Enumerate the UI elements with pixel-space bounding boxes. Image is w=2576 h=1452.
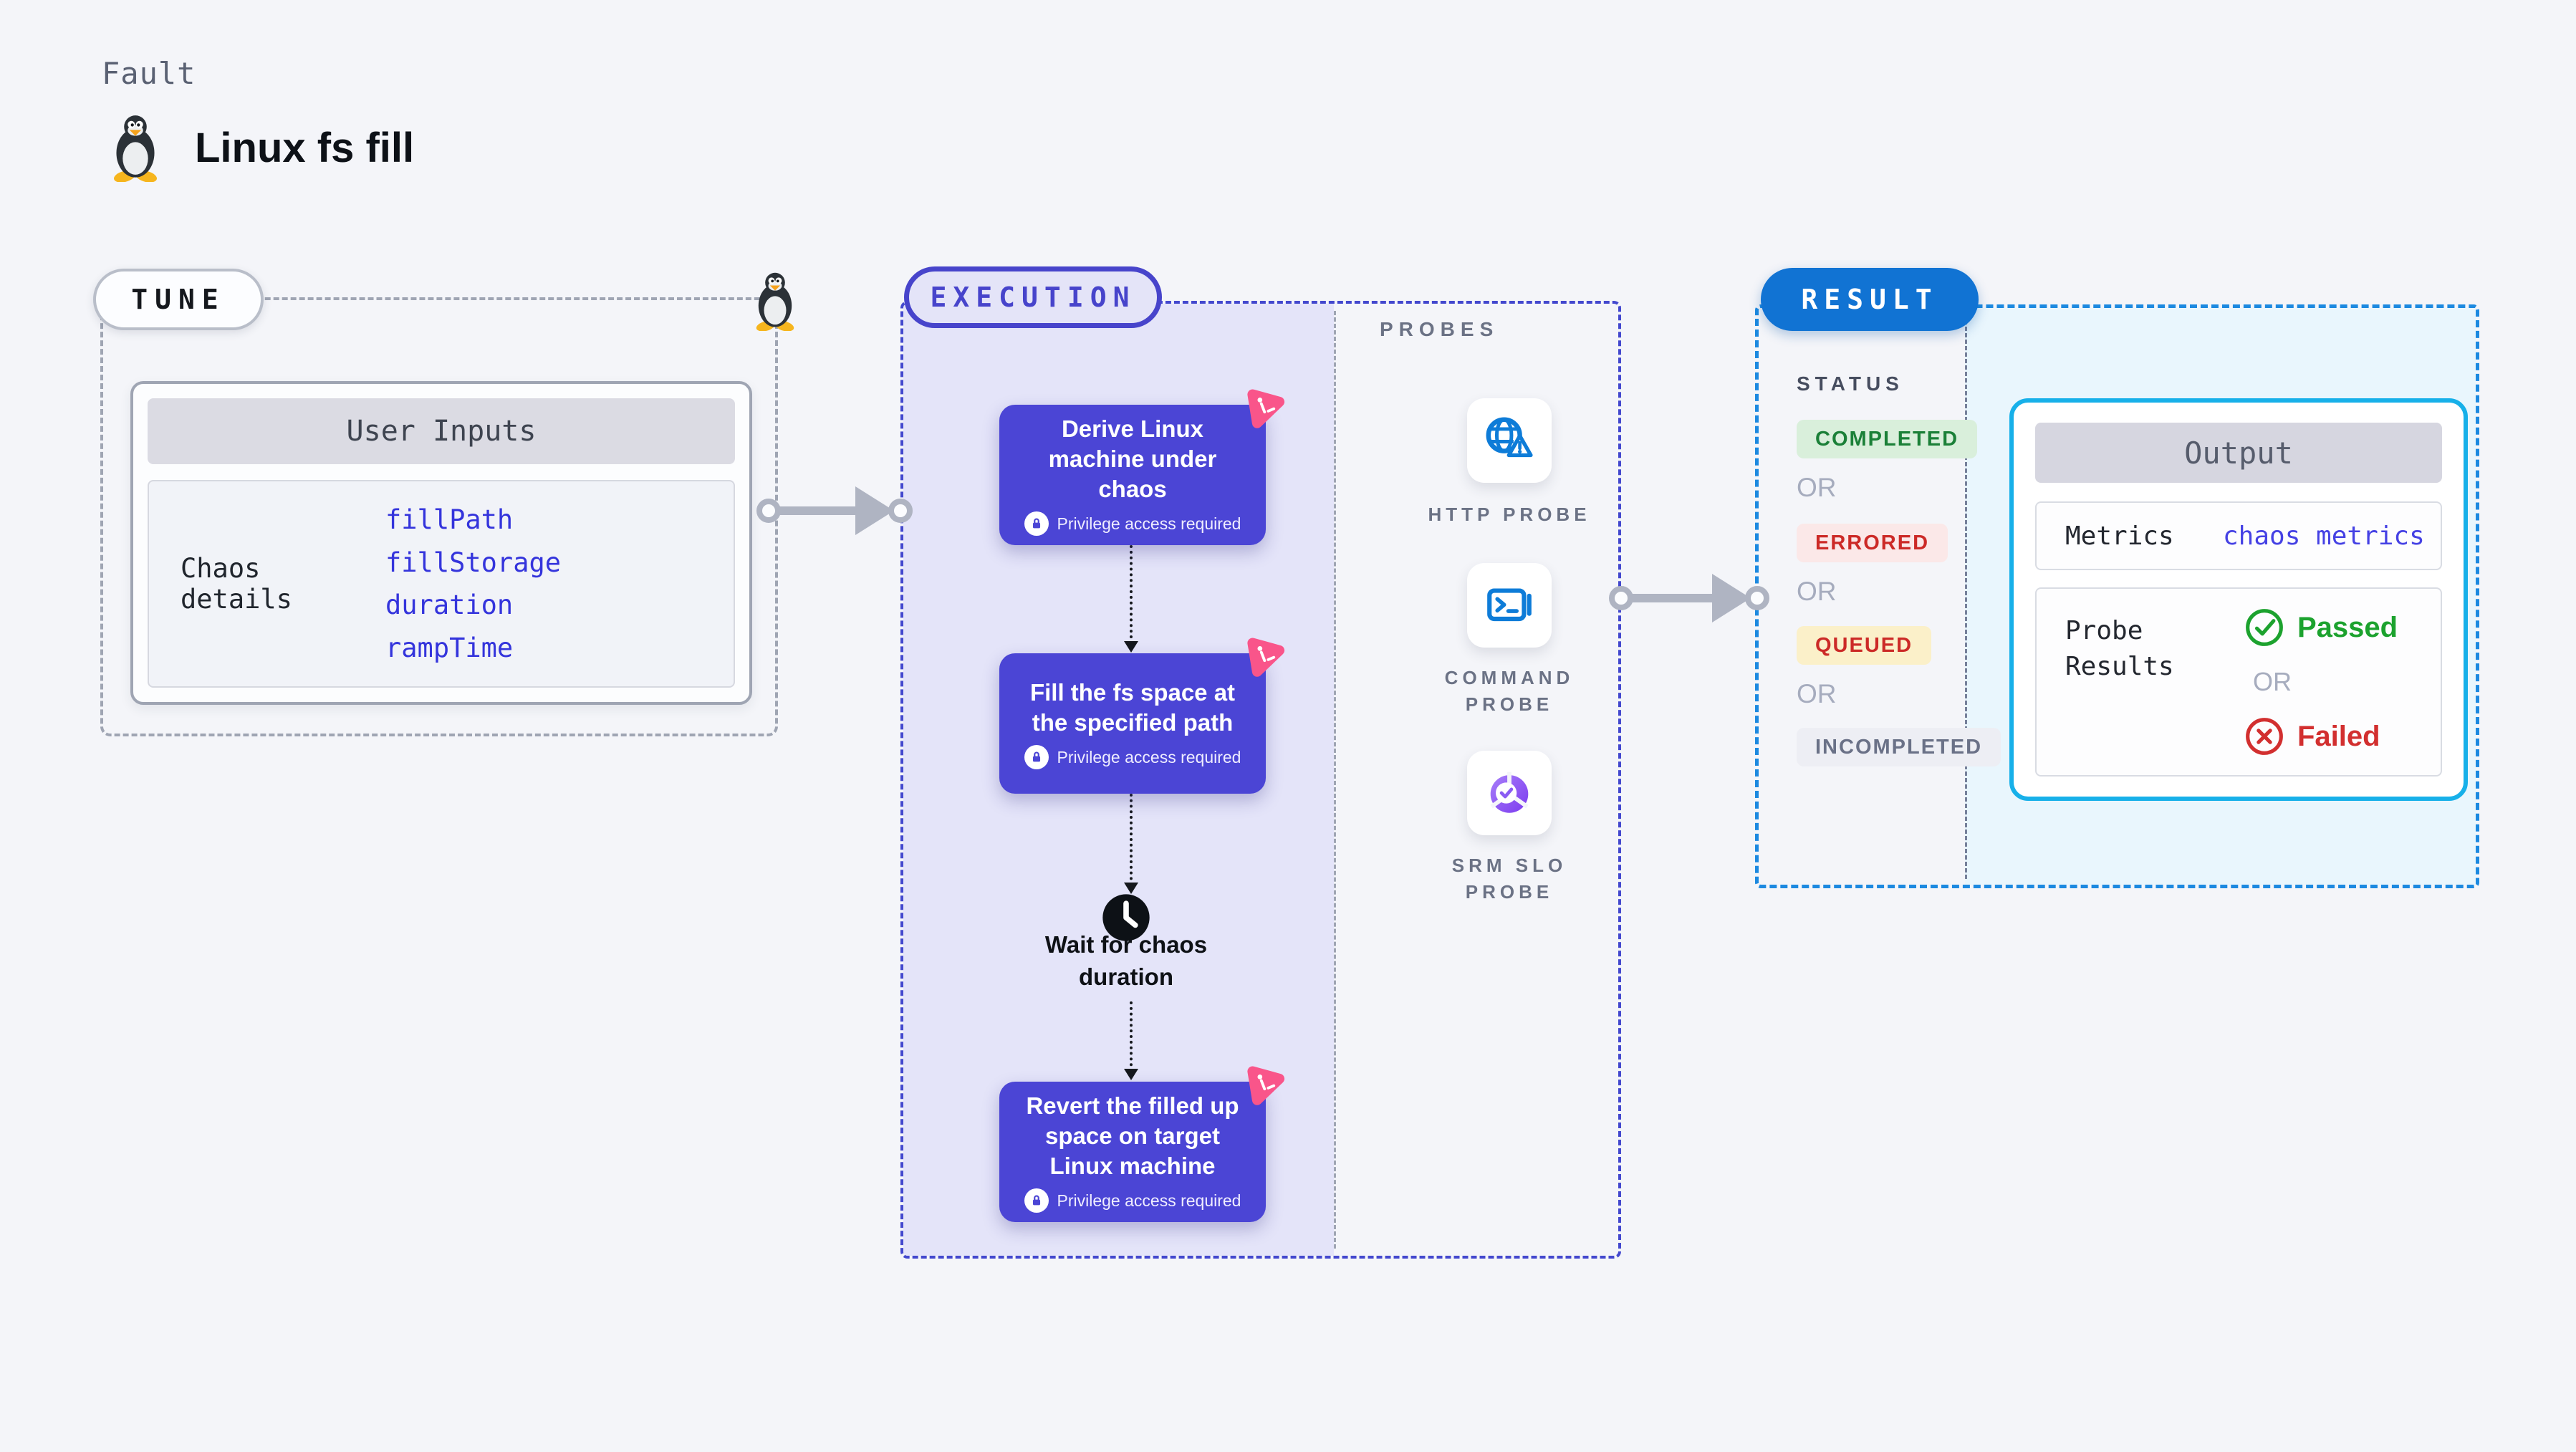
wait-clock-icon bbox=[1101, 893, 1151, 943]
arrow-shaft bbox=[779, 506, 857, 515]
failed-label: Failed bbox=[2297, 720, 2380, 752]
metrics-row: Metrics chaos metrics bbox=[2035, 501, 2442, 570]
or-separator: OR bbox=[1797, 473, 1837, 502]
lock-icon bbox=[1024, 745, 1049, 769]
user-inputs-header: User Inputs bbox=[148, 398, 735, 464]
chaos-fault-icon bbox=[1241, 635, 1286, 679]
linux-tux-icon bbox=[107, 113, 163, 182]
privilege-note-text: Privilege access required bbox=[1057, 514, 1241, 533]
http-probe-card bbox=[1467, 398, 1552, 483]
step-card-fill-fs: Fill the fs space at the specified path … bbox=[999, 653, 1266, 794]
connector-dot bbox=[1609, 586, 1633, 610]
execution-to-result-arrow bbox=[1609, 573, 1769, 623]
arrow-shaft bbox=[1631, 594, 1714, 602]
probes-heading: PROBES bbox=[1380, 318, 1499, 340]
status-badge-incompleted: INCOMPLETED bbox=[1797, 728, 2001, 766]
arrowhead-icon bbox=[1712, 574, 1751, 622]
input-link-duration[interactable]: duration bbox=[385, 590, 514, 621]
output-card: Output Metrics chaos metrics Probe Resul… bbox=[2009, 398, 2468, 801]
x-circle-icon bbox=[2244, 716, 2284, 756]
status-badge-completed: COMPLETED bbox=[1797, 420, 1978, 458]
chaos-metrics-link[interactable]: chaos metrics bbox=[2223, 521, 2425, 551]
probe-results-label: Probe Results bbox=[2065, 616, 2174, 681]
connector-dot bbox=[756, 499, 781, 523]
step-card-derive-machine: Derive Linux machine under chaos Privile… bbox=[999, 405, 1266, 545]
chaos-fault-icon bbox=[1241, 1063, 1286, 1107]
execution-section-pill: EXECUTION bbox=[904, 266, 1162, 328]
status-heading: STATUS bbox=[1797, 372, 1904, 395]
step-title: Revert the filled up space on target Lin… bbox=[1026, 1092, 1239, 1179]
slo-gauge-icon bbox=[1482, 766, 1537, 820]
or-separator: OR bbox=[2253, 667, 2292, 696]
http-probe-label: HTTP PROBE bbox=[1428, 504, 1591, 525]
connector-dot bbox=[888, 499, 913, 523]
input-link-ramptime[interactable]: rampTime bbox=[385, 632, 514, 663]
lock-icon bbox=[1024, 511, 1049, 536]
terminal-icon bbox=[1482, 578, 1537, 633]
execution-probes-divider bbox=[1334, 311, 1336, 1249]
page-title-row: Linux fs fill bbox=[107, 113, 414, 182]
or-separator: OR bbox=[1797, 679, 1837, 708]
tune-section-pill: TUNE bbox=[93, 269, 264, 330]
srm-slo-probe-label: SRM SLO PROBE bbox=[1451, 855, 1567, 903]
or-separator: OR bbox=[1797, 577, 1837, 606]
srm-slo-probe-card bbox=[1467, 751, 1552, 835]
input-link-fillstorage[interactable]: fillStorage bbox=[385, 547, 562, 578]
passed-line: Passed bbox=[2244, 607, 2398, 648]
privilege-note-text: Privilege access required bbox=[1057, 747, 1241, 766]
user-inputs-list: fillPath fillStorage duration rampTime bbox=[385, 481, 734, 686]
privilege-note: Privilege access required bbox=[1024, 511, 1241, 536]
status-badge-errored: ERRORED bbox=[1797, 524, 1948, 562]
arrowhead-icon bbox=[855, 486, 894, 535]
status-badge-queued: QUEUED bbox=[1797, 626, 1932, 665]
page-title: Linux fs fill bbox=[195, 124, 415, 171]
status-output-divider bbox=[1965, 314, 1967, 879]
globe-alert-icon bbox=[1482, 413, 1537, 468]
fault-category-label: Fault bbox=[102, 56, 196, 91]
tune-to-execution-arrow bbox=[756, 486, 913, 536]
lock-icon bbox=[1024, 1188, 1049, 1213]
metrics-label: Metrics bbox=[2065, 521, 2174, 551]
connector-dot bbox=[1745, 586, 1769, 610]
step-title: Fill the fs space at the specified path bbox=[1029, 679, 1236, 736]
step-title: Derive Linux machine under chaos bbox=[1048, 415, 1217, 502]
result-section-pill: RESULT bbox=[1761, 268, 1979, 331]
input-link-fillpath[interactable]: fillPath bbox=[385, 504, 514, 536]
step2-to-wait-arrow bbox=[1124, 794, 1138, 894]
chaos-details-label: Chaos details bbox=[181, 553, 292, 615]
probe-results-values: Passed OR Failed bbox=[2244, 607, 2398, 756]
user-inputs-card: User Inputs Chaos details fillPath fillS… bbox=[130, 381, 752, 705]
output-card-header: Output bbox=[2035, 423, 2442, 483]
failed-line: Failed bbox=[2244, 716, 2398, 756]
privilege-note: Privilege access required bbox=[1024, 745, 1241, 769]
step1-to-step2-arrow bbox=[1124, 545, 1138, 653]
command-probe-label: COMMAND PROBE bbox=[1444, 667, 1575, 715]
linux-tux-corner-icon bbox=[751, 271, 799, 331]
passed-label: Passed bbox=[2297, 611, 2398, 643]
wait-to-step3-arrow bbox=[1124, 1001, 1138, 1080]
check-circle-icon bbox=[2244, 607, 2284, 648]
user-inputs-body: Chaos details fillPath fillStorage durat… bbox=[148, 480, 735, 688]
privilege-note: Privilege access required bbox=[1024, 1188, 1241, 1213]
probe-results-row: Probe Results Passed OR Failed bbox=[2035, 587, 2442, 777]
command-probe-card bbox=[1467, 563, 1552, 648]
step-card-revert-space: Revert the filled up space on target Lin… bbox=[999, 1082, 1266, 1222]
privilege-note-text: Privilege access required bbox=[1057, 1191, 1241, 1210]
chaos-fault-icon bbox=[1241, 386, 1286, 431]
